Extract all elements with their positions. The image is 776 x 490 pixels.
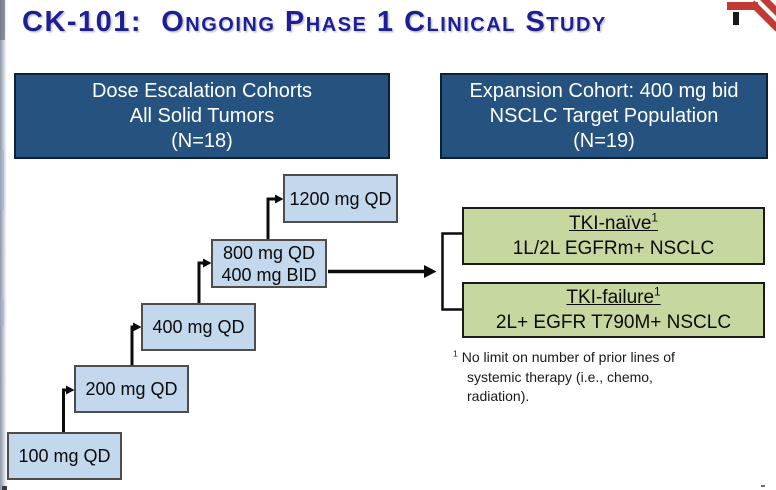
dose-box-400mg: 400 mg QD <box>141 303 256 351</box>
dose-label: 400 mg BID <box>221 264 317 285</box>
window-edge-strip <box>0 0 7 490</box>
header-line: Expansion Cohort: 400 mg bid <box>469 79 739 102</box>
company-ribbon-logo-icon <box>727 0 776 32</box>
dose-box-800mg: 800 mg QD 400 mg BID <box>211 239 327 288</box>
dose-label: 200 mg QD <box>85 379 178 399</box>
header-line: Dose Escalation Cohorts <box>91 79 313 102</box>
footnote-marker: 1 <box>453 348 458 359</box>
arm-title: TKI-naïve1 <box>569 211 658 234</box>
dose-label: 1200 mg QD <box>289 188 392 209</box>
arm-title: TKI-failure1 <box>566 285 661 308</box>
dose-label: 800 mg QD <box>222 242 316 263</box>
dose-label: 100 mg QD <box>18 446 111 466</box>
footnote: 1 No limit on number of prior lines of s… <box>453 348 705 407</box>
arm-box-tki-naive: TKI-naïve1 1L/2L EGFRm+ NSCLC <box>462 207 765 265</box>
dose-box-100mg: 100 mg QD <box>7 432 122 480</box>
arm-description: 2L+ EGFR T790M+ NSCLC <box>495 312 732 333</box>
arm-description: 1L/2L EGFRm+ NSCLC <box>512 238 715 259</box>
dose-box-1200mg: 1200 mg QD <box>283 174 398 223</box>
header-line: (N=19) <box>573 129 635 152</box>
header-line: All Solid Tumors <box>129 104 275 127</box>
dose-label: 400 mg QD <box>152 317 245 337</box>
arm-box-tki-failure: TKI-failure1 2L+ EGFR T790M+ NSCLC <box>462 282 765 338</box>
header-line: (N=18) <box>171 129 233 152</box>
screen-artifact <box>761 485 765 487</box>
footnote-text: No limit on number of prior lines of sys… <box>461 349 675 404</box>
expansion-cohort-header-box: Expansion Cohort: 400 mg bid NSCLC Targe… <box>440 73 768 159</box>
screen-artifact <box>2 486 7 490</box>
slide-title: CK-101: Ongoing Phase 1 Clinical Study <box>22 6 607 38</box>
header-line: NSCLC Target Population <box>489 104 719 127</box>
split-bracket <box>441 232 462 311</box>
dose-escalation-header-box: Dose Escalation Cohorts All Solid Tumors… <box>14 73 390 159</box>
dose-box-200mg: 200 mg QD <box>74 365 189 413</box>
